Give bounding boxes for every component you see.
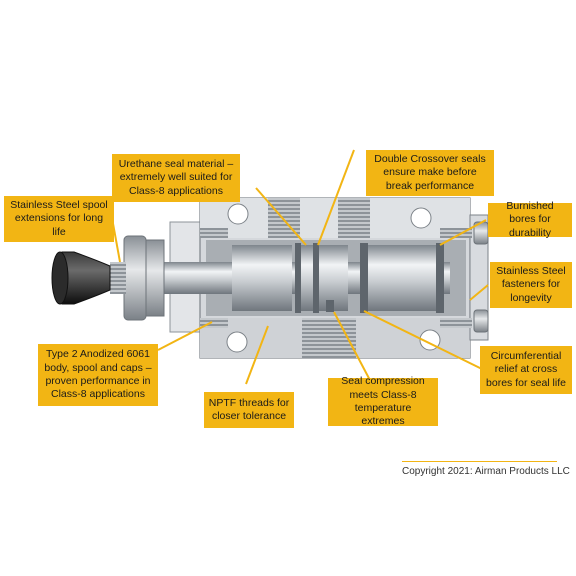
copyright-text: Copyright 2021: Airman Products LLC xyxy=(402,466,570,477)
knob xyxy=(51,251,111,305)
callout-circumferential-relief: Circumferential relief at cross bores fo… xyxy=(480,346,572,394)
spool-nut xyxy=(110,235,165,321)
callout-double-crossover: Double Crossover seals ensure make befor… xyxy=(366,150,494,196)
spool xyxy=(160,243,450,313)
callout-stainless-spool: Stainless Steel spool extensions for lon… xyxy=(4,196,114,242)
leader-lines xyxy=(111,149,489,385)
fasteners xyxy=(200,221,489,333)
callout-seal-compression: Seal compression meets Class-8 temperatu… xyxy=(328,375,438,427)
copyright-rule xyxy=(402,461,557,462)
callout-nptf-threads: NPTF threads for closer tolerance xyxy=(204,392,294,428)
callout-urethane-seal: Urethane seal material – extremely well … xyxy=(112,154,240,202)
callout-stainless-fasteners: Stainless Steel fasteners for longevity xyxy=(490,262,572,308)
callout-type2-anodized: Type 2 Anodized 6061 body, spool and cap… xyxy=(38,344,158,406)
callout-burnished-bores: Burnished bores for durability xyxy=(488,200,572,239)
